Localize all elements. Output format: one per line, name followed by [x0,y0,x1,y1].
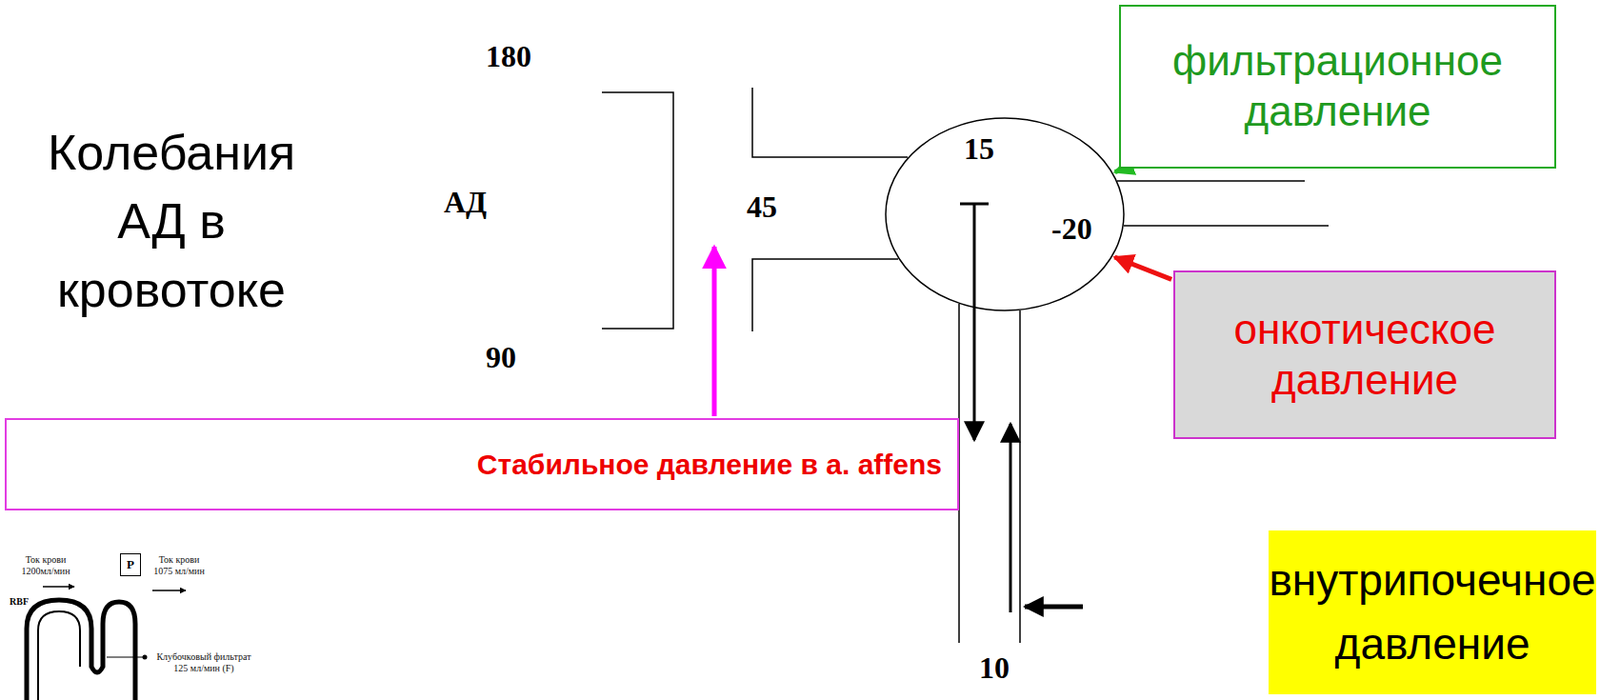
flow-label: Ток крови 1075 мл/мин [148,554,210,578]
flow-arrow [152,589,186,592]
glomerulus-circle: 15 -20 [884,117,1125,312]
glomerulus-outline [885,118,1124,311]
pointer-arrow [1024,604,1083,610]
flow-label: Ток крови 1200мл/мин [15,554,77,578]
box-text: фильтрационное давление [1132,36,1543,138]
pressure-value: 15 [963,132,995,166]
side-heading: Колебания АД в кровотоке [9,118,334,324]
callout-box: онкотическое давление [1173,270,1557,440]
back-pressure-arrow [1009,423,1013,613]
axis-label: АД [443,185,487,220]
filtration-arrow [973,203,977,440]
pointer-arrow [712,246,718,417]
pressure-value: 90 [485,340,517,375]
leader-line [106,657,143,659]
flow-arrow [42,585,75,588]
afferent-wall-lower [752,259,899,332]
callout-box: внутрипочечное давление [1268,530,1597,695]
box-text: онкотическое давление [1186,304,1543,406]
efferent-wall-lower [1123,224,1329,227]
pressure-value: 10 [979,651,1010,685]
box-text: P [126,557,135,573]
afferent-wall-upper [752,87,908,158]
pressure-bracket [601,92,674,329]
box-text: внутрипочечное давление [1268,548,1596,676]
tubule-wall-right [1019,310,1021,643]
box-text: Стабильное давление в a. affens [477,448,942,481]
leader-dot [142,655,148,660]
pressure-value: -20 [1051,212,1093,246]
filtrate-label: Клубочковый фильтрат 125 мл/мин (F) [150,651,258,675]
callout-box: фильтрационное давление [1119,4,1557,169]
callout-arrow [1115,169,1123,173]
abbreviation-label: RBF [9,596,29,607]
pressure-value: 45 [746,190,778,224]
callout-arrow [1114,257,1172,280]
pressure-value: 180 [485,40,532,74]
pressure-box: P [120,553,141,577]
nephron-loop [26,600,136,700]
note-box: Стабильное давление в a. affens [4,418,960,511]
nephron-loop-inner [38,611,80,700]
efferent-wall-upper [1117,180,1305,182]
